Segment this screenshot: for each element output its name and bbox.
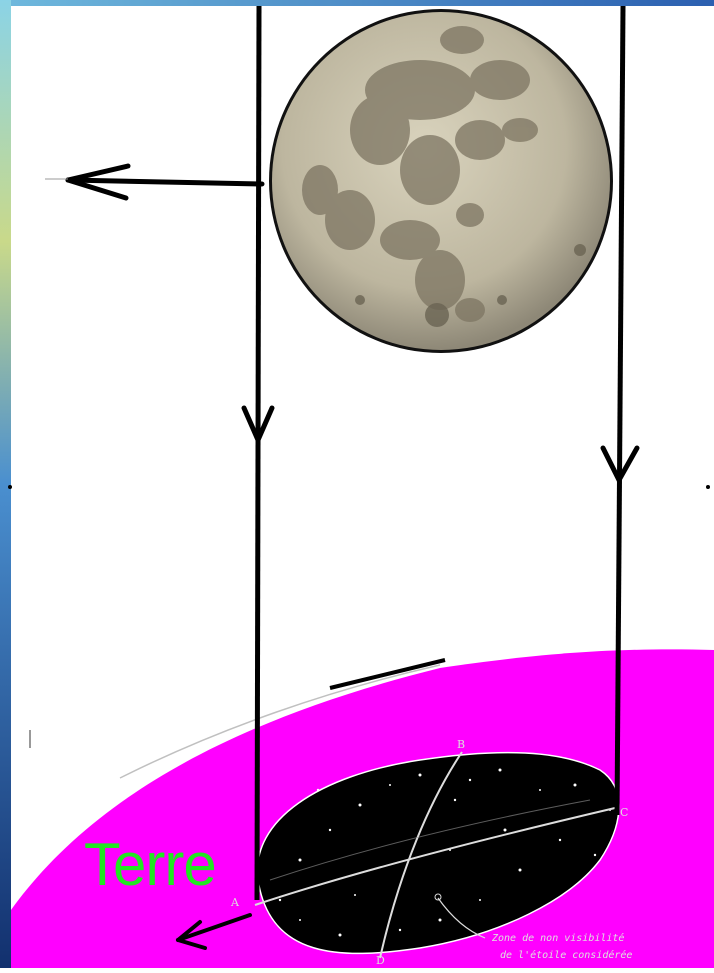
- point-d-label: D: [376, 954, 385, 967]
- earth-label: Terre: [84, 835, 216, 895]
- point-c-label: C: [620, 806, 628, 819]
- zone-note-line1: Zone de non visibilité: [492, 930, 714, 947]
- left-border: [0, 0, 11, 968]
- zone-note-line2: de l'étoile considérée: [492, 947, 714, 964]
- moon: [269, 9, 613, 353]
- dot-right: [706, 485, 710, 489]
- zone-note: Zone de non visibilité de l'étoile consi…: [492, 930, 714, 964]
- point-a-label: A: [231, 896, 239, 909]
- point-b-label: B: [457, 738, 465, 751]
- top-border: [0, 0, 714, 6]
- dot-left: [8, 485, 12, 489]
- ray-left: [257, 6, 259, 900]
